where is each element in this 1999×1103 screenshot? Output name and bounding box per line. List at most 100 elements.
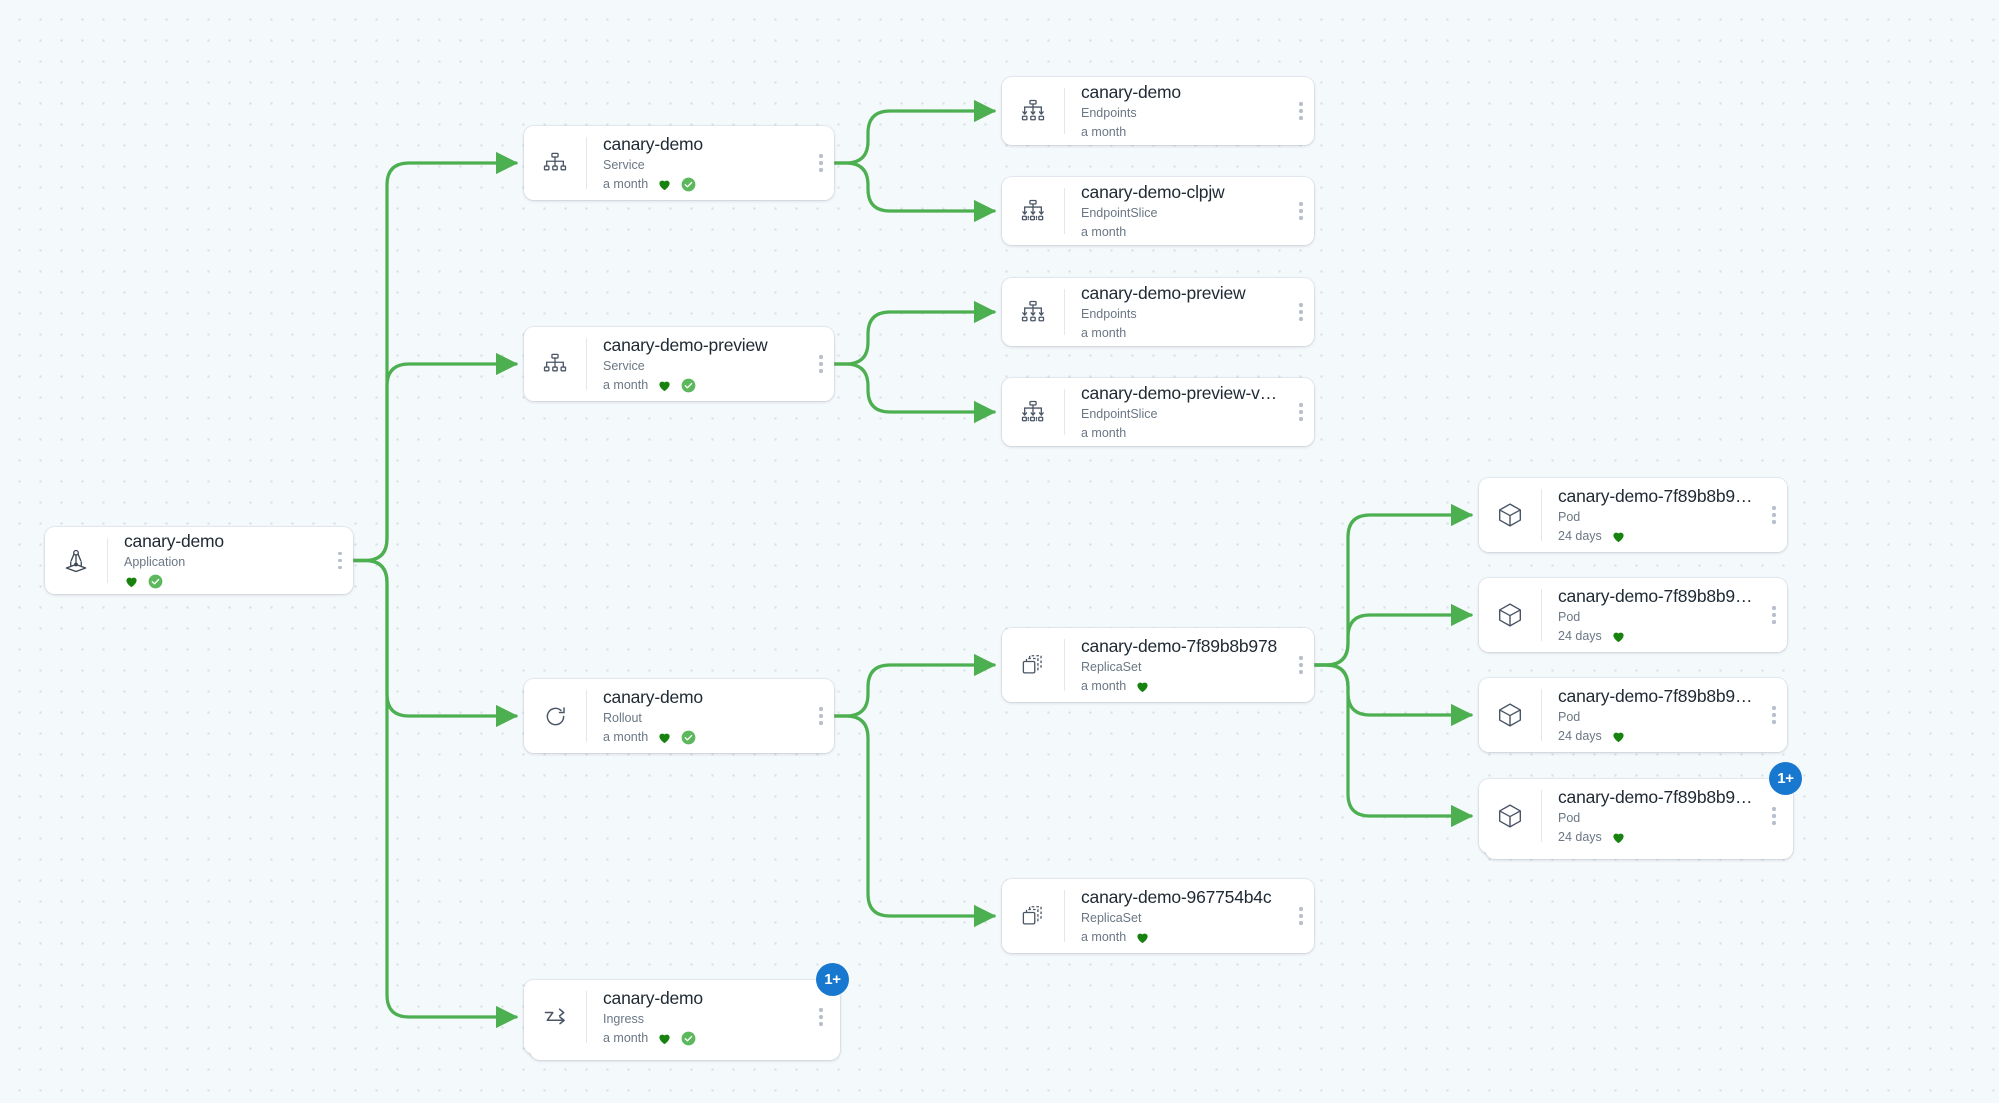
sync-status-icon [681, 1031, 696, 1046]
node-title: canary-demo-preview [603, 334, 768, 355]
resource-node-svc-preview[interactable]: canary-demo-preview Service a month [524, 327, 834, 401]
node-age: a month [603, 1030, 649, 1045]
health-status-icon [124, 574, 139, 589]
ingress-icon [524, 980, 586, 1054]
node-meta: a month [603, 176, 802, 193]
node-menu-button[interactable] [1288, 278, 1314, 346]
edge-svc-demo-to-ep-demo [832, 99, 997, 165]
rollout-icon [524, 679, 586, 753]
resource-node-rs-7f89[interactable]: canary-demo-7f89b8b978 ReplicaSet a mont… [1002, 628, 1314, 702]
node-meta: a month [1081, 124, 1282, 141]
resource-node-ingress[interactable]: canary-demo Ingress a month [524, 980, 840, 1060]
node-menu-button[interactable] [1761, 779, 1787, 853]
node-age: a month [1081, 124, 1127, 139]
replicaset-icon [1002, 628, 1064, 702]
resource-node-svc-demo[interactable]: canary-demo Service a month [524, 126, 834, 200]
edge-app-to-svc-preview [351, 352, 519, 563]
resource-node-rs-9677[interactable]: canary-demo-967754b4c ReplicaSet a month [1002, 879, 1314, 953]
node-kind: Service [603, 157, 645, 172]
node-menu-button[interactable] [327, 527, 353, 594]
node-menu-button[interactable] [808, 980, 834, 1054]
node-divider [586, 690, 587, 742]
node-title: canary-demo [603, 133, 703, 154]
node-kind: Pod [1558, 810, 1581, 825]
resource-node-eps-preview[interactable]: canary-demo-preview-v… EndpointSlice a m… [1002, 378, 1314, 446]
node-menu-button[interactable] [1288, 378, 1314, 446]
node-menu-button[interactable] [808, 327, 834, 401]
node-kind: Rollout [603, 710, 642, 725]
node-title: canary-demo-preview [1081, 282, 1246, 303]
node-menu-button[interactable] [1288, 177, 1314, 245]
node-menu-button[interactable] [1761, 478, 1787, 552]
node-age: 24 days [1558, 728, 1602, 743]
resource-node-pod-1[interactable]: canary-demo-7f89b8b97… Pod 24 days [1479, 478, 1787, 552]
node-age: 24 days [1558, 628, 1602, 643]
node-kind: Service [603, 358, 645, 373]
node-menu-button[interactable] [808, 126, 834, 200]
edge-svc-preview-to-ep-preview [832, 300, 997, 366]
node-menu-button[interactable] [1288, 628, 1314, 702]
edge-rs-7f89-to-pod-4 [1312, 663, 1474, 828]
resource-node-pod-3[interactable]: canary-demo-7f89b8b97… Pod 24 days [1479, 678, 1787, 752]
node-menu-button[interactable] [1288, 879, 1314, 953]
child-count-badge[interactable]: 1+ [816, 963, 849, 996]
edge-app-to-ingress [351, 558, 519, 1029]
resource-node-pod-2[interactable]: canary-demo-7f89b8b97… Pod 24 days [1479, 578, 1787, 652]
resource-node-ep-preview[interactable]: canary-demo-preview Endpoints a month [1002, 278, 1314, 346]
endpoints-icon [1002, 278, 1064, 346]
resource-node-ep-demo[interactable]: canary-demo Endpoints a month [1002, 77, 1314, 145]
node-menu-button[interactable] [1761, 578, 1787, 652]
node-age: 24 days [1558, 829, 1602, 844]
edge-rollout-to-rs-9677 [832, 714, 997, 928]
edge-svc-demo-to-eps-clpjw [832, 161, 997, 223]
pod-icon [1479, 478, 1541, 552]
sync-status-icon [681, 177, 696, 192]
node-kind: Pod [1558, 609, 1581, 624]
node-kind: ReplicaSet [1081, 659, 1142, 674]
health-status-icon [657, 730, 672, 745]
resource-node-app[interactable]: canary-demo Application [45, 527, 353, 594]
node-divider [1064, 639, 1065, 691]
node-age: a month [1081, 929, 1127, 944]
pod-icon [1479, 678, 1541, 752]
child-count-badge[interactable]: 1+ [1769, 762, 1802, 795]
resource-node-rollout[interactable]: canary-demo Rollout a month [524, 679, 834, 753]
node-kind: Endpoints [1081, 105, 1137, 120]
node-title: canary-demo-967754b4c [1081, 886, 1272, 907]
sync-status-icon [681, 378, 696, 393]
node-meta: 24 days [1558, 528, 1755, 545]
node-age: a month [1081, 678, 1127, 693]
health-status-icon [1611, 830, 1626, 845]
node-kind: Pod [1558, 709, 1581, 724]
node-divider [1064, 389, 1065, 435]
resource-node-eps-clpjw[interactable]: canary-demo-clpjw EndpointSlice a month [1002, 177, 1314, 245]
node-age: 24 days [1558, 528, 1602, 543]
node-divider [1064, 88, 1065, 134]
node-age: a month [1081, 224, 1127, 239]
node-menu-button[interactable] [808, 679, 834, 753]
node-kind: Ingress [603, 1011, 644, 1026]
resource-node-pod-4[interactable]: canary-demo-7f89b8b97… Pod 24 days [1479, 779, 1793, 859]
node-menu-button[interactable] [1288, 77, 1314, 145]
health-status-icon [657, 1031, 672, 1046]
sync-status-icon [148, 574, 163, 589]
node-meta: 24 days [1558, 829, 1755, 846]
node-title: canary-demo-preview-v… [1081, 382, 1277, 403]
node-age: a month [603, 377, 649, 392]
health-status-icon [1611, 729, 1626, 744]
node-age: a month [1081, 325, 1127, 340]
health-status-icon [657, 378, 672, 393]
node-title: canary-demo-7f89b8b97… [1558, 585, 1755, 606]
pod-icon [1479, 779, 1541, 853]
node-menu-button[interactable] [1761, 678, 1787, 752]
health-status-icon [657, 177, 672, 192]
node-meta: a month [603, 1030, 802, 1047]
node-title: canary-demo [603, 987, 703, 1008]
node-meta: a month [1081, 678, 1282, 695]
edge-app-to-rollout [351, 558, 519, 728]
node-meta: 24 days [1558, 728, 1755, 745]
edge-rs-7f89-to-pod-3 [1312, 663, 1474, 727]
edge-rs-7f89-to-pod-2 [1312, 603, 1474, 667]
node-divider [1541, 689, 1542, 741]
